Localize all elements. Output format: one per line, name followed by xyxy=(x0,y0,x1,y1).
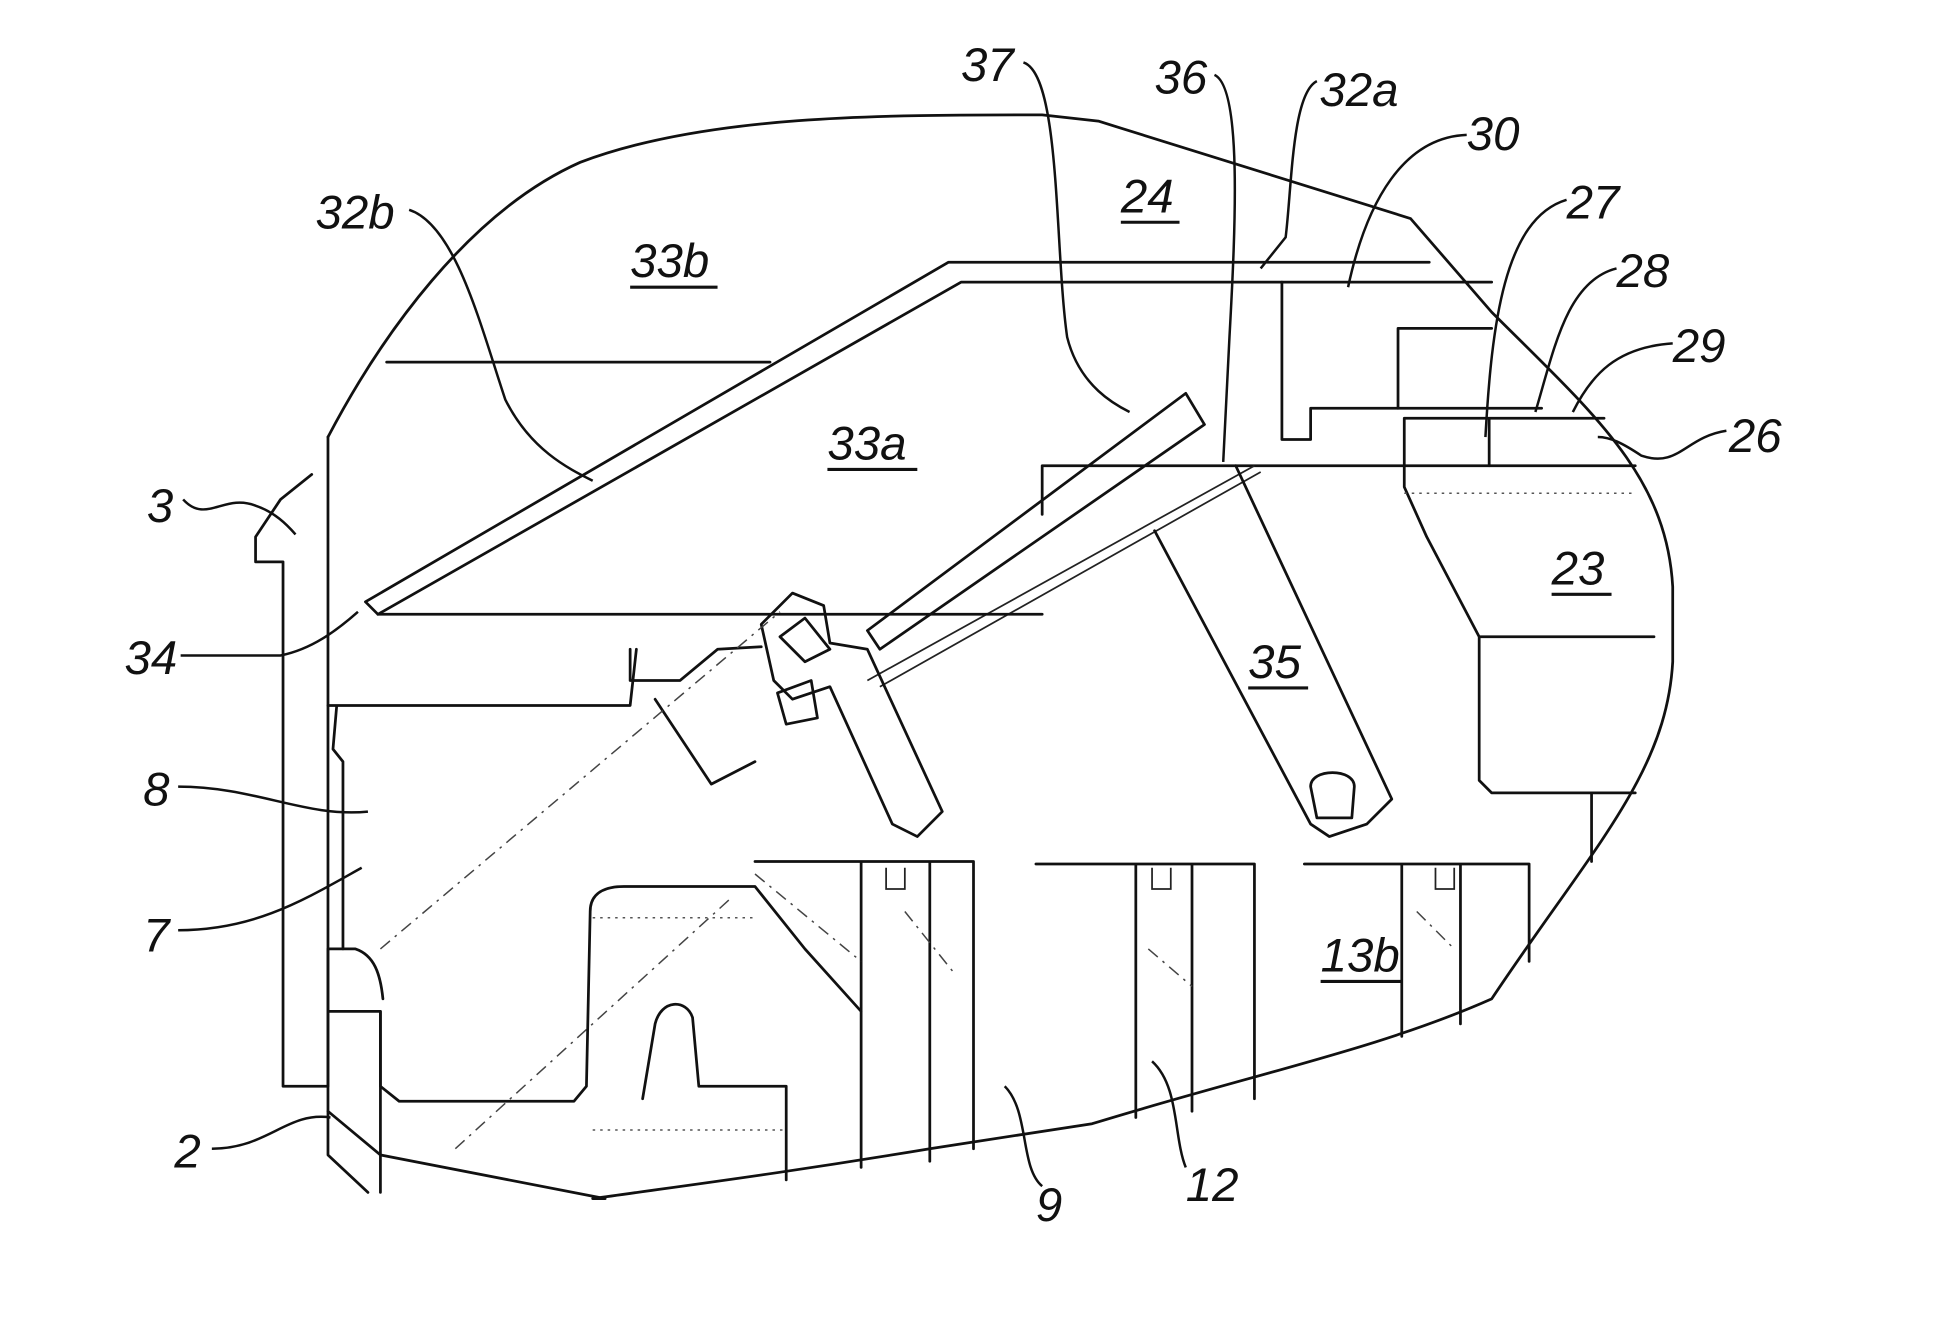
label-24: 24 xyxy=(1120,170,1174,223)
leader-28 xyxy=(1534,267,1617,413)
block-27 xyxy=(1396,406,1606,468)
label-23: 23 xyxy=(1551,542,1605,595)
label-32a: 32a xyxy=(1319,64,1398,117)
plate-36 xyxy=(1040,464,1637,516)
label-30: 30 xyxy=(1467,108,1520,161)
block-30 xyxy=(1280,280,1494,441)
label-7: 7 xyxy=(143,909,171,962)
leader-32b xyxy=(408,208,594,482)
label-2: 2 xyxy=(173,1125,200,1178)
leader-3 xyxy=(182,498,297,536)
leader-12 xyxy=(1151,1060,1187,1168)
leader-8 xyxy=(178,785,369,814)
clip-block xyxy=(776,616,832,726)
label-26: 26 xyxy=(1728,410,1782,463)
label-8: 8 xyxy=(143,763,170,816)
label-37: 37 xyxy=(961,39,1015,92)
leader-32a xyxy=(1259,80,1318,270)
diag-dashed-7 xyxy=(379,611,781,950)
part-37 xyxy=(865,391,1206,651)
label-34: 34 xyxy=(124,632,177,685)
label-12: 12 xyxy=(1186,1159,1239,1212)
label-13b: 13b xyxy=(1321,929,1400,982)
label-28: 28 xyxy=(1616,245,1670,298)
label-3: 3 xyxy=(147,480,173,533)
lower-bracket-hook xyxy=(641,1002,788,1182)
label-32b: 32b xyxy=(315,186,394,239)
label-9: 9 xyxy=(1036,1179,1062,1232)
housing-3 xyxy=(254,435,330,1088)
part-23 xyxy=(1402,464,1656,863)
label-27: 27 xyxy=(1566,177,1621,230)
cutaway-outline xyxy=(326,113,1675,1201)
strip-36 xyxy=(866,464,1262,688)
leader-2 xyxy=(211,1115,331,1150)
part-35 xyxy=(1153,464,1394,838)
part-35-pin xyxy=(1309,771,1356,820)
leader-9 xyxy=(1003,1085,1044,1188)
label-33b: 33b xyxy=(630,235,709,288)
part-2 xyxy=(326,947,385,1194)
region-8-outline xyxy=(326,647,638,951)
leader-7 xyxy=(178,866,363,932)
leader-36 xyxy=(1213,73,1237,463)
label-29: 29 xyxy=(1672,320,1726,373)
leader-27 xyxy=(1484,198,1567,438)
label-35: 35 xyxy=(1248,636,1301,689)
wedge xyxy=(628,645,763,786)
lower-bracket-dotted xyxy=(592,916,787,1131)
diag-dashed-2 xyxy=(454,898,731,1150)
plate-32b xyxy=(364,260,1494,616)
leader-37 xyxy=(1022,61,1131,414)
slot-tabs xyxy=(885,867,1456,890)
clip xyxy=(759,591,944,838)
leader-30 xyxy=(1346,133,1467,288)
leader-26 xyxy=(1597,429,1727,460)
slot-row xyxy=(753,860,1531,1169)
lower-bracket xyxy=(379,885,863,1103)
label-36: 36 xyxy=(1155,52,1208,105)
label-33a: 33a xyxy=(827,417,906,470)
leader-29 xyxy=(1571,342,1673,413)
leader-34 xyxy=(180,610,359,657)
